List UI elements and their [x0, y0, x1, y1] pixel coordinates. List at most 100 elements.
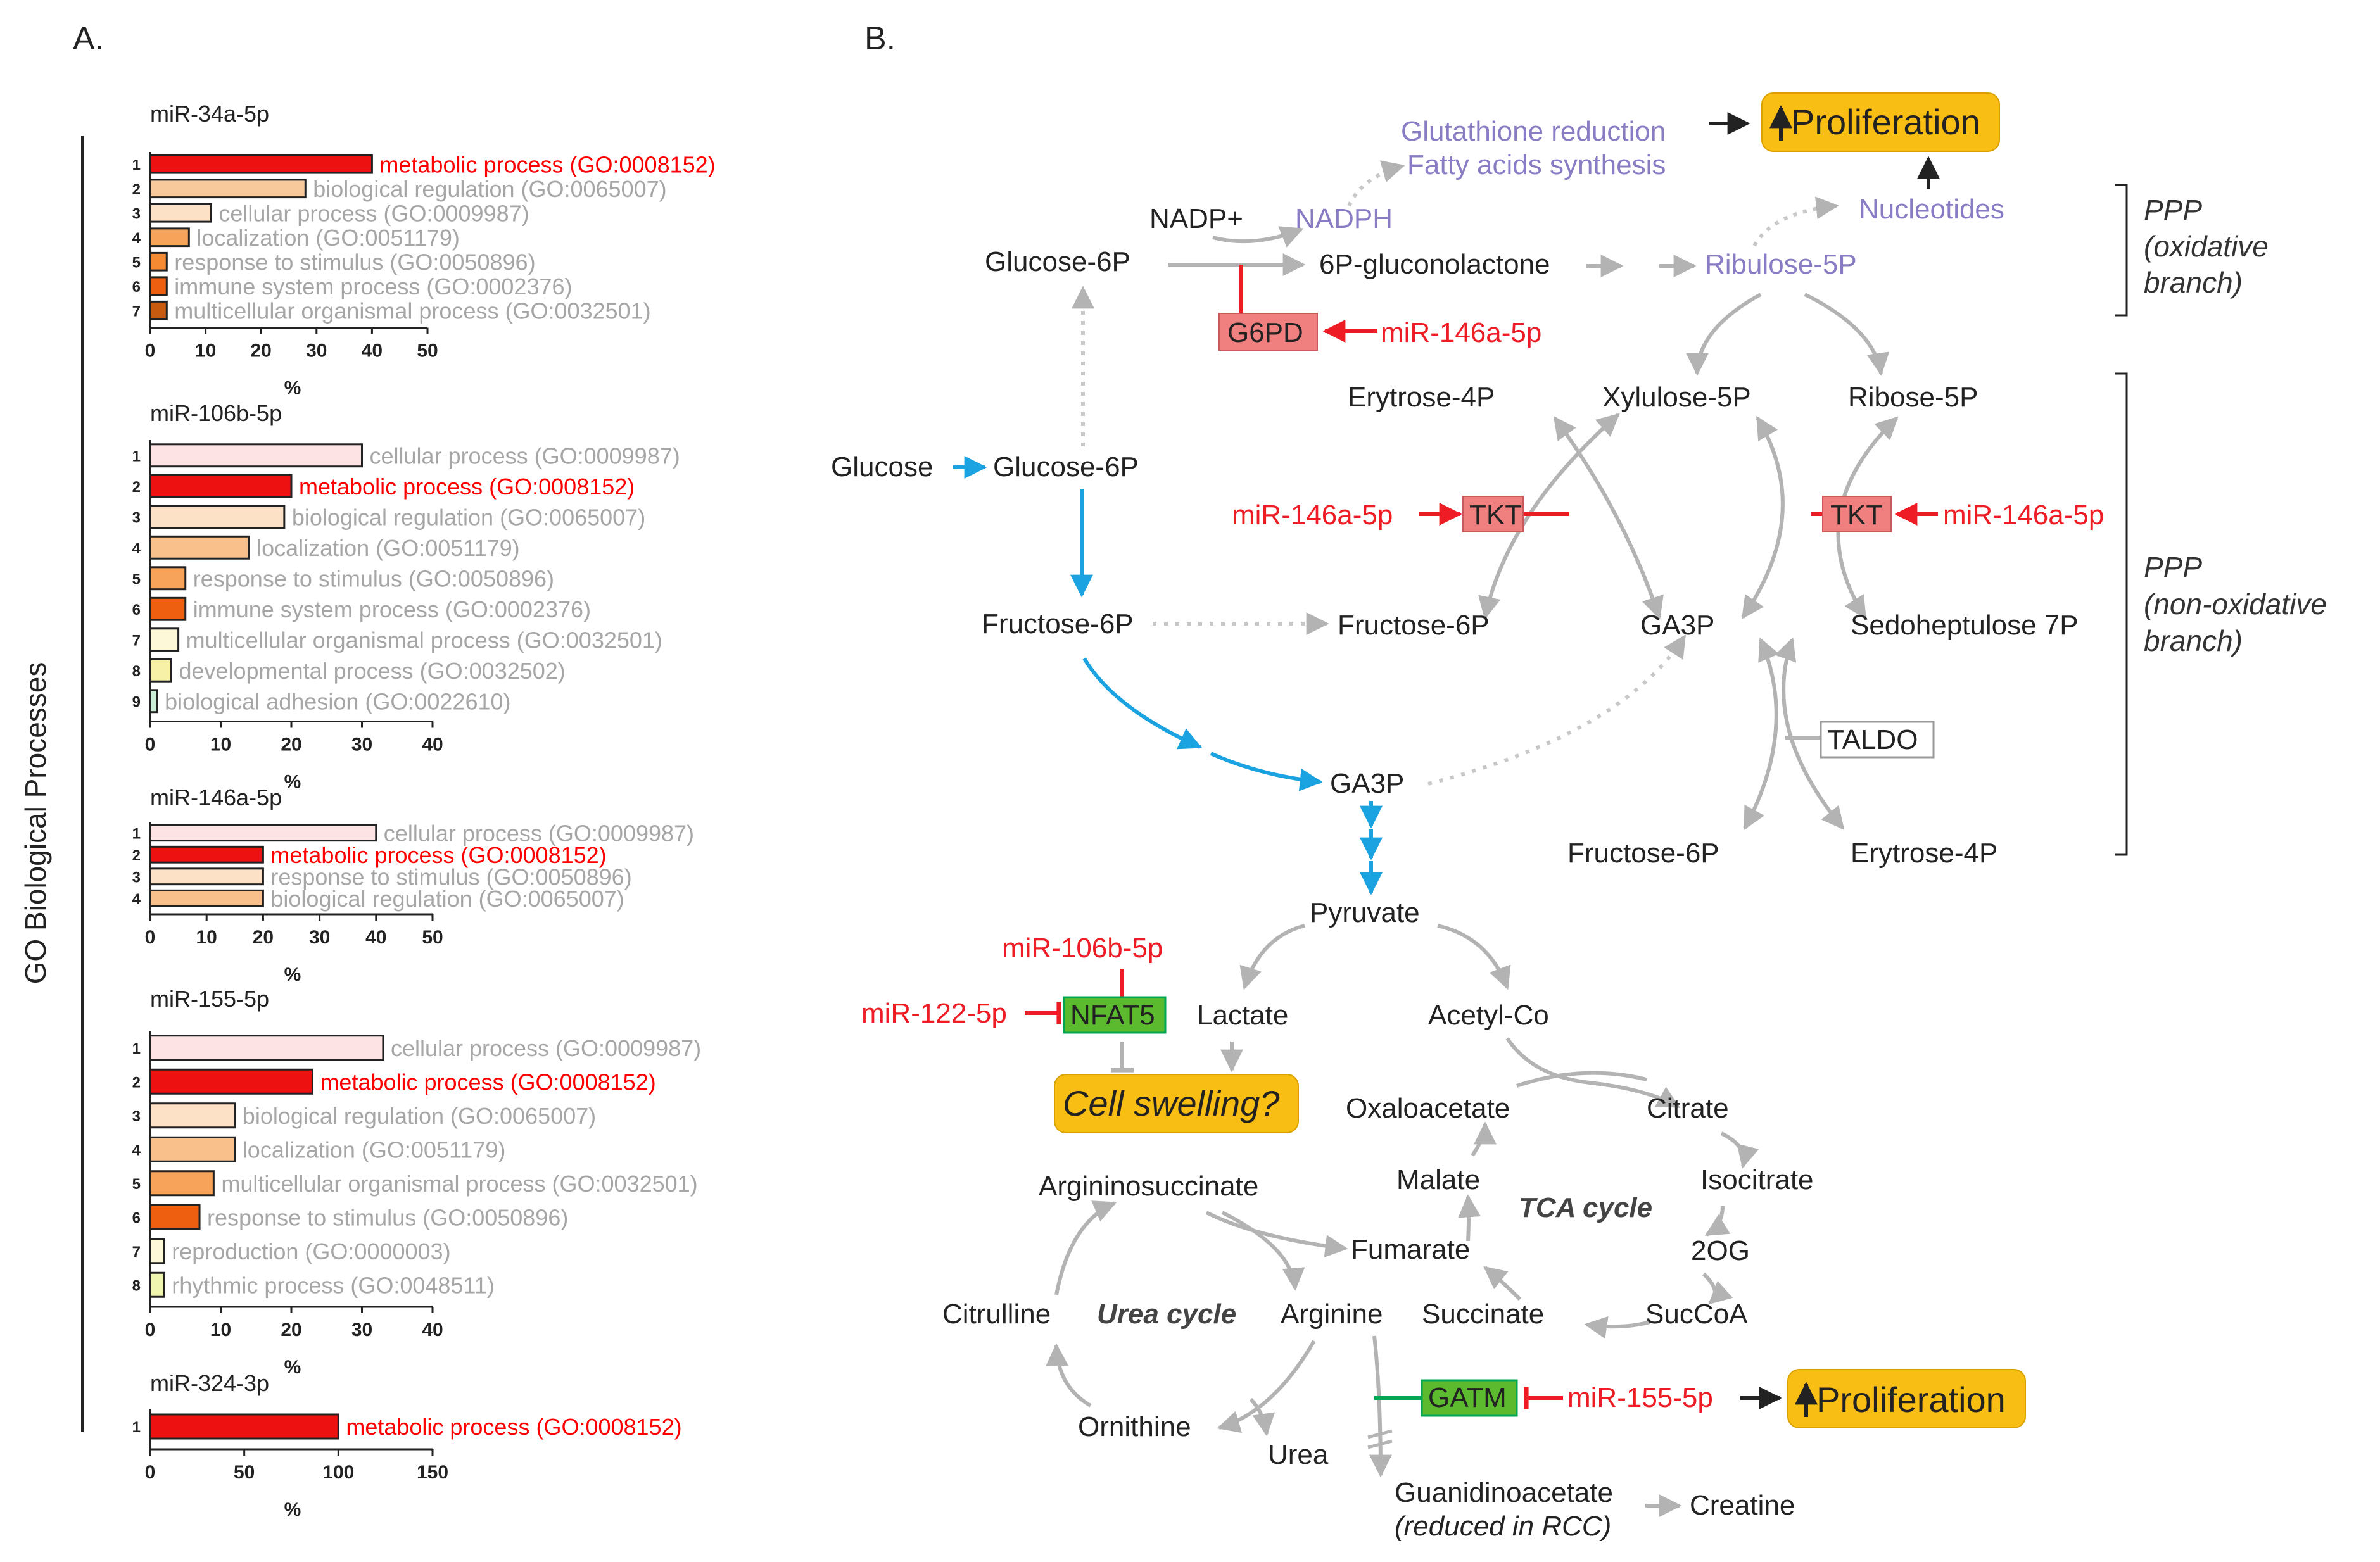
chart-2-rank-9: 9: [132, 693, 141, 710]
fructose6p-mid-label: Fructose-6P: [1338, 610, 1490, 641]
malate-to-oxaloacetate-arrow: [1471, 1121, 1497, 1157]
acetyl-label: Acetyl-Co: [1428, 1000, 1549, 1031]
fructose6p-to-ga3p-arrow-2: [1210, 752, 1323, 791]
chart-5-bar-label-1: metabolic process (GO:0008152): [346, 1414, 681, 1440]
chart-2-bar-2: [149, 474, 293, 498]
oxaloacetate-to-citrate-arc: [1516, 1071, 1647, 1088]
chart-1-bar-6: [149, 276, 168, 296]
chart-4-bar-1: [149, 1035, 384, 1061]
fructose6p-to-ga3p-arrow-1: [1082, 657, 1203, 750]
pathway-connectors: [953, 112, 1940, 1517]
chart-1-bar-label-1: metabolic process (GO:0008152): [379, 151, 715, 177]
chart-4-rank-5: 5: [132, 1176, 141, 1193]
chart-2-tick-label-1: 0: [145, 734, 156, 755]
tkt-right-label: TKT: [1830, 500, 1883, 531]
arginine-to-urea-arrow: [1249, 1397, 1275, 1437]
lactate-label: Lactate: [1197, 1000, 1288, 1031]
oxaloacetate-label: Oxaloacetate: [1346, 1093, 1510, 1124]
proliferation-top-label: Proliferation: [1791, 102, 1980, 142]
chart-1-rank-3: 3: [132, 205, 141, 222]
mir146-tkt-left-label: miR-146a-5p: [1232, 500, 1393, 531]
chart-1-bar-2: [149, 179, 307, 199]
g6pd-box: [1218, 313, 1318, 351]
chart-1-bar-label-3: cellular process (GO:0009987): [218, 200, 529, 226]
chart-4-bar-label-3: biological regulation (GO:0065007): [243, 1103, 596, 1129]
chart-4-bar-label-4: localization (GO:0051179): [243, 1137, 506, 1162]
chart-3-title: miR-146a-5p: [150, 784, 282, 810]
chart-3-tick-label-4: 30: [309, 927, 330, 948]
chart-2-bar-label-8: developmental process (GO:0032502): [179, 658, 565, 684]
chart-4-rank-8: 8: [132, 1277, 141, 1294]
ribulose-to-xylulose-arrow: [1686, 293, 1762, 376]
pyruvate-label: Pyruvate: [1310, 897, 1420, 928]
g6pd-label: G6PD: [1227, 317, 1303, 348]
chart-1-tick-label-4: 30: [306, 341, 327, 362]
chart-2-tick-label-3: 20: [281, 734, 301, 755]
chart-2-tick-label-4: 30: [351, 734, 372, 755]
chart-3-bar-label-4: biological regulation (GO:0065007): [270, 886, 624, 912]
argininosuccinate-to-fumarate-arrow: [1205, 1211, 1348, 1257]
chart-1-tick-label-5: 40: [362, 341, 383, 362]
glucose6p-label: Glucose-6P: [993, 451, 1139, 482]
chart-1-bar-label-7: multicellular organismal process (GO:003…: [174, 298, 650, 324]
ppp-nonoxidative-bracket: [2115, 372, 2128, 856]
ribose5p-label: Ribose-5P: [1848, 382, 1978, 413]
chart-4-tick-label-4: 30: [351, 1320, 372, 1340]
tkt-left-arc-2: [1553, 416, 1664, 620]
chart-4-rank-7: 7: [132, 1244, 141, 1261]
chart-3-tick-label-6: 50: [422, 927, 443, 948]
succoa-label: SucCoA: [1645, 1299, 1748, 1330]
mir146-g6pd-label: miR-146a-5p: [1381, 317, 1541, 348]
chart-3-rank-1: 1: [132, 825, 141, 842]
chart-3-bar-4: [149, 889, 264, 907]
chart-1-tick-label-2: 10: [195, 341, 216, 362]
succoa-to-succinate-arrow: [1584, 1316, 1650, 1339]
chart-1-tick-label-3: 20: [251, 341, 272, 362]
mir106b-label: miR-106b-5p: [1002, 933, 1163, 964]
chart-5-x-unit: %: [284, 1499, 301, 1520]
cell-swelling-label: Cell swelling?: [1063, 1083, 1279, 1123]
nadph-label: NADPH: [1295, 203, 1393, 234]
gluconolactone-label: 6P-gluconolactone: [1319, 249, 1550, 280]
urea-cycle-label: Urea cycle: [1097, 1299, 1236, 1330]
ribulose-to-nucleotides-arrow: [1752, 196, 1839, 247]
chart-4-rank-4: 4: [132, 1142, 141, 1159]
chart-4-rank-6: 6: [132, 1209, 141, 1226]
chart-3-tick-label-5: 40: [365, 927, 386, 948]
taldo-label: TALDO: [1827, 724, 1918, 755]
chart-3-bar-2: [149, 845, 264, 864]
chart-1-bar-label-4: localization (GO:0051179): [196, 225, 460, 251]
chart-3-tick-label-3: 20: [253, 927, 274, 948]
chart-5-bar-1: [149, 1413, 339, 1440]
chart-3-bar-label-3: response to stimulus (GO:0050896): [270, 864, 631, 890]
glutathione-label: Glutathione reduction: [1401, 116, 1666, 147]
proliferation-bottom-box: [1787, 1369, 2026, 1428]
arginine-label: Arginine: [1281, 1299, 1383, 1330]
chart-1-rank-4: 4: [132, 230, 141, 247]
chart-2-rank-2: 2: [132, 479, 141, 496]
mir122-label: miR-122-5p: [861, 998, 1007, 1029]
chart-4-bar-label-7: reproduction (GO:0000003): [172, 1238, 450, 1264]
chart-4-bar-3: [149, 1102, 236, 1129]
tkt-right-arc-1: [1741, 415, 1785, 619]
nadph-to-glutathione-arrow: [1347, 160, 1405, 207]
citrulline-label: Citrulline: [942, 1299, 1051, 1330]
chart-3-bar-label-1: cellular process (GO:0009987): [384, 820, 694, 846]
glucose-label: Glucose: [831, 451, 933, 482]
chart-4-bar-7: [149, 1238, 165, 1264]
ppp-nonox-line-2: (non-oxidative: [2144, 588, 2327, 620]
chart-2-bar-5: [149, 566, 187, 591]
y-axis-label: GO Biological Processes: [19, 662, 52, 985]
chart-5-tick-label-4: 150: [417, 1462, 448, 1483]
chart-1-bar-label-6: immune system process (GO:0002376): [174, 274, 572, 299]
ppp-oxidative-branch-label: PPP (oxidative branch): [2144, 194, 2269, 299]
chart-3-bar-label-2: metabolic process (GO:0008152): [270, 842, 606, 868]
chart-4-bar-label-8: rhythmic process (GO:0048511): [172, 1272, 495, 1298]
ga3p-mid-label: GA3P: [1640, 610, 1714, 641]
panel-b: B.: [831, 20, 2327, 1542]
chart-1-bar-label-5: response to stimulus (GO:0050896): [174, 249, 535, 275]
erytrose4p-low-label: Erytrose-4P: [1851, 838, 1997, 869]
gatm-box: [1421, 1379, 1518, 1417]
chart-4-title: miR-155-5p: [150, 986, 269, 1012]
chart-2-bar-label-6: immune system process (GO:0002376): [193, 596, 591, 622]
